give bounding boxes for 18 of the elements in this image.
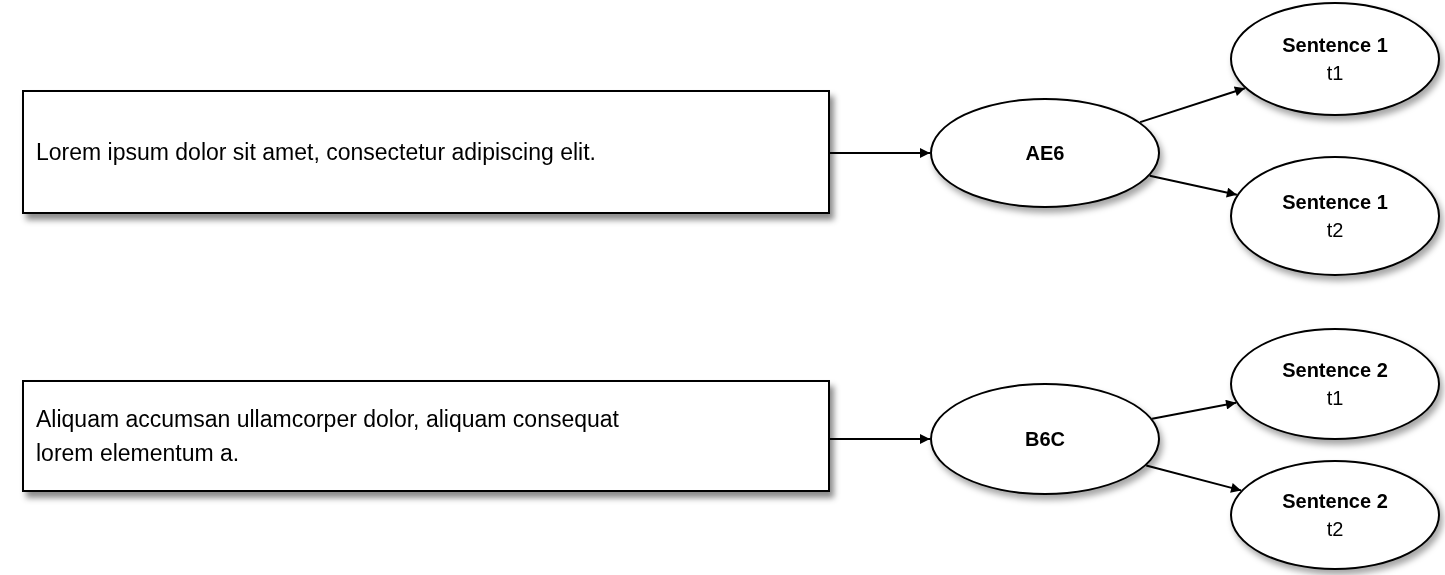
arrow: [1139, 86, 1246, 124]
node-subtitle: t2: [1326, 218, 1344, 243]
node-subtitle: t1: [1326, 61, 1344, 86]
box-text: Lorem ipsum dolor sit amet, consectetur adipiscing elit.: [36, 138, 597, 167]
text-box: [22, 380, 830, 492]
box-text: Aliquam accumsan ullamcorper dolor, aliquam consequat lorem elementum a.: [36, 405, 620, 468]
arrow: [1145, 464, 1243, 493]
node-title: AE6: [1025, 141, 1065, 166]
text-box: [22, 90, 830, 214]
node-title: Sentence 1: [1282, 33, 1388, 58]
node-subtitle: t1: [1326, 386, 1344, 411]
arrow: [829, 148, 931, 158]
node-subtitle: t2: [1326, 517, 1344, 542]
node-title: Sentence 2: [1282, 489, 1388, 514]
node-title: B6C: [1025, 427, 1065, 452]
node-title: Sentence 2: [1282, 358, 1388, 383]
node-title: Sentence 1: [1282, 190, 1388, 215]
arrow: [829, 434, 931, 444]
